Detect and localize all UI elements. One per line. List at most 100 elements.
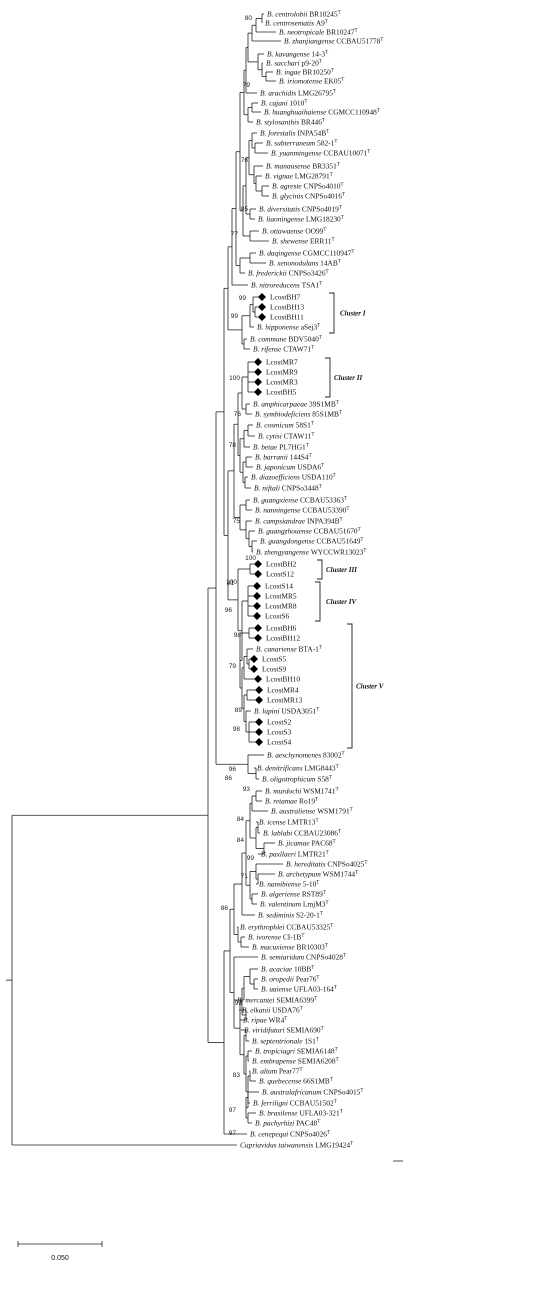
taxon-label: B. campsiandrae INPA394BT — [255, 517, 343, 526]
taxon-label: LcostS12 — [266, 570, 294, 579]
taxon-label: B. forestalis INPA54BT — [260, 129, 329, 138]
taxon-label: B. uaiense UFLA03-164T — [261, 985, 337, 994]
taxon-label: B. nitroreducens TSA1T — [251, 281, 322, 290]
taxon-label: B. guangdongense CCBAU51649T — [260, 537, 363, 546]
taxon-label: B. nanningense CCBAU53390T — [255, 506, 349, 515]
taxon-label: LcostMR4 — [267, 686, 299, 695]
taxon-label: B. cenepequi CNPSo4026T — [250, 1130, 330, 1139]
bootstrap-value: 75 — [233, 518, 241, 525]
taxon-label: B. shewense ERR11T — [272, 237, 335, 246]
bootstrap-value: 80 — [245, 15, 253, 22]
taxon-label: LcostBH7 — [270, 293, 301, 302]
cluster-labels: Cluster I Cluster II Cluster III Cluster IV… — [326, 310, 385, 691]
bootstrap-value: 86 — [225, 775, 233, 782]
bootstrap-value: 81 — [227, 580, 235, 587]
isolate-diamond-icon — [254, 570, 262, 578]
taxon-label: LcostBH10 — [266, 675, 300, 684]
cluster-label: Cluster II — [334, 374, 362, 382]
taxon-label: B. centrolobii BR10245T — [267, 10, 341, 19]
taxon-label: B. niftali CNPSo3448T — [254, 484, 322, 493]
taxon-label: B. ingae BR10250T — [276, 68, 334, 77]
taxon-label: B. lablabi CCBAU23086T — [263, 829, 341, 838]
cluster-bracket — [317, 559, 323, 580]
bootstrap-value: 89 — [235, 707, 243, 714]
taxon-label: B. lupini USDA3051T — [254, 707, 319, 716]
isolate-diamond-icon — [258, 313, 266, 321]
taxon-label: B. frederickii CNPSo3426T — [248, 269, 329, 278]
taxon-label: B. murdochi WSM1741T — [265, 787, 339, 796]
taxon-label: LcostBH13 — [270, 303, 304, 312]
taxon-label: LcostBH2 — [266, 560, 297, 569]
taxon-label: LcostMR3 — [266, 378, 298, 387]
isolate-diamond-icon — [258, 293, 266, 301]
cluster-label: Cluster V — [356, 683, 385, 691]
taxon-label: B. neotropicale BR10247T — [279, 28, 358, 37]
bootstrap-value: 79 — [243, 82, 251, 89]
taxon-label: B. daqingense CGMCC110947T — [259, 249, 354, 258]
cluster-label: Cluster III — [326, 566, 357, 574]
taxon-label: LcostMR8 — [265, 602, 297, 611]
taxon-label: B. amphicarpaeae 39S1MBT — [253, 400, 339, 409]
taxon-label: B. retamae Ro19T — [265, 797, 318, 806]
taxon-label: B. valentinum LmjM3T — [260, 900, 329, 909]
bootstrap-value: 78 — [229, 442, 237, 449]
bootstrap-value: 76 — [241, 157, 249, 164]
bootstrap-value: 86 — [221, 905, 229, 912]
taxon-label: B. rifense CTAW71T — [253, 345, 314, 354]
taxon-label: LcostS4 — [267, 738, 292, 747]
taxon-label: B. algeriense RST89T — [261, 890, 326, 899]
taxon-label: B. ottawaense OO99T — [262, 227, 326, 236]
bootstrap-value: 84 — [237, 816, 245, 823]
taxon-label: B. semiaridum CNPSo4028T — [261, 953, 346, 962]
taxon-label: B. manausense BR3351T — [266, 162, 340, 171]
taxon-label: B. archetypum WSM1744T — [278, 870, 358, 879]
taxon-label: B. viridifuturi SEMIA690T — [244, 1026, 324, 1035]
isolate-diamond-icon — [255, 696, 263, 704]
taxon-label: B. australiense WSM1791T — [271, 807, 353, 816]
taxon-label: LcostS2 — [267, 718, 292, 727]
isolate-diamond-icon — [254, 358, 262, 366]
taxon-label: B. kavangense 14-3T — [267, 50, 328, 59]
taxon-label: LcostBH12 — [266, 634, 300, 643]
isolate-diamond-icon — [250, 665, 258, 673]
taxon-label: LcostMR9 — [266, 368, 298, 377]
cluster-label: Cluster IV — [326, 598, 357, 606]
taxon-label: B. barranii 144S4T — [255, 453, 312, 462]
isolate-diamond-icon — [253, 592, 261, 600]
bootstrap-value: 96 — [229, 766, 237, 773]
taxon-label: B. oropedii Pear76T — [261, 975, 319, 984]
isolate-diamond-icon — [254, 560, 262, 568]
taxon-label: LcostBH11 — [270, 313, 304, 322]
taxon-label: B. sacchari p9-20T — [266, 59, 322, 68]
taxon-label: B. septentrionale 1S1T — [252, 1037, 319, 1046]
bootstrap-value: 99 — [247, 855, 255, 862]
bootstrap-value: 97 — [229, 1107, 237, 1114]
taxon-label: B. macuxiense BR10303T — [252, 943, 328, 952]
scale-bar-label: 0.050 — [51, 1255, 69, 1262]
taxon-label: B. cytisi CTAW11T — [258, 432, 314, 441]
taxon-label: B. commune BDV5040T — [250, 335, 322, 344]
bootstrap-value: 100 — [226, 579, 237, 586]
taxon-label: B. erythrophlei CCBAU53325T — [240, 923, 333, 932]
taxon-label: B. yuanmingense CCBAU10071T — [271, 149, 370, 158]
cluster-bracket — [315, 581, 321, 622]
tree-branches — [6, 13, 403, 1162]
taxon-label: B. paxllaeri LMTR21T — [261, 850, 329, 859]
taxon-label: B. hereditatis CNPSo4025T — [286, 860, 367, 869]
taxon-label: B. jicamae PAC68T — [278, 839, 336, 848]
bootstrap-value: 85 — [241, 206, 249, 213]
taxon-label: B. zhanjiangense CCBAU51778T — [284, 37, 383, 46]
taxon-label: B. zhengyangense WYCCWR13023T — [256, 548, 366, 557]
taxon-label: B. huanghuaihaiense CGMCC110948T — [264, 108, 380, 117]
isolate-diamond-icon — [255, 728, 263, 736]
taxon-label: LcostS5 — [262, 655, 287, 664]
taxon-label: Cupriavidus taiwanensis LMG19424T — [240, 1141, 353, 1150]
taxon-label: LcostMR13 — [267, 696, 303, 705]
cluster-label: Cluster I — [340, 310, 366, 318]
bootstrap-value: 76 — [234, 411, 242, 418]
bootstrap-value: 98 — [234, 632, 242, 639]
taxon-label: B. japonicum USDA6T — [256, 463, 324, 472]
taxon-label: B. pachyrhizi PAC48T — [255, 1119, 320, 1128]
taxon-label: B. canariense BTA-1T — [256, 645, 322, 654]
